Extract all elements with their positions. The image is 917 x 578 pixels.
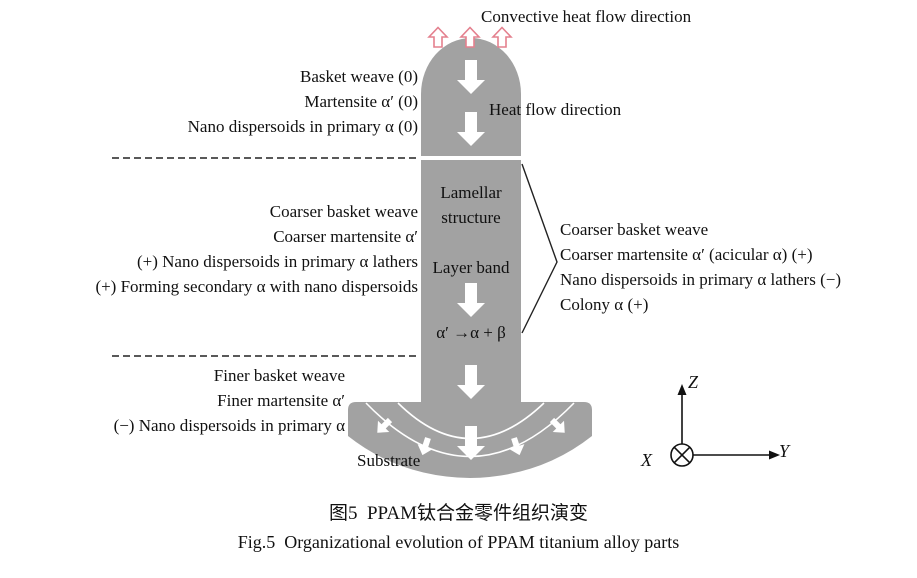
- annotation-line: Coarser martensite α′: [273, 227, 418, 246]
- annotation-line: Basket weave (0): [299, 67, 418, 86]
- deposit-column-top-section: [421, 38, 521, 156]
- z-axis-label: Z: [688, 372, 699, 392]
- y-axis-arrowhead-icon: [769, 450, 780, 460]
- left-bottom-annotations: Finer basket weave Finer martensite α′ (…: [114, 363, 345, 438]
- heat-flow-arrow-icon: [457, 60, 485, 94]
- annotation-line: Finer martensite α′: [217, 391, 345, 410]
- convective-arrow-icon: [491, 26, 513, 48]
- phase-transformation-label: α′ →α + β: [436, 323, 506, 342]
- annotation-line: (+) Forming secondary α with nano disper…: [95, 277, 418, 296]
- left-middle-annotations: Coarser basket weave Coarser martensite …: [95, 199, 418, 299]
- annotation-line: Nano dispersoids in primary α lathers (−…: [560, 270, 841, 289]
- annotation-line: Nano dispersoids in primary α (0): [187, 117, 418, 136]
- annotation-line: Colony α (+): [560, 295, 649, 314]
- convective-heat-flow-label: Convective heat flow direction: [481, 7, 692, 26]
- deposit-column-body: [421, 160, 521, 404]
- melt-pool-arrow-icon: [549, 417, 565, 433]
- figure-caption-chinese: 图5 PPAM钛合金零件组织演变: [328, 503, 588, 524]
- melt-pool-arrow-icon: [377, 417, 393, 433]
- annotation-line: (+) Nano dispersoids in primary α lather…: [137, 252, 418, 271]
- coordinate-axes-icon: [670, 384, 780, 467]
- convective-arrow-icon: [459, 26, 481, 48]
- figure-caption-english: Fig.5 Organizational evolution of PPAM t…: [237, 532, 680, 552]
- annotation-line: Coarser martensite α′ (acicular α) (+): [560, 245, 813, 264]
- melt-pool-arrow-icon: [417, 437, 433, 456]
- layer-band-label: Layer band: [432, 258, 510, 277]
- annotation-line: Coarser basket weave: [560, 220, 709, 239]
- right-annotations: Coarser basket weave Coarser martensite …: [560, 217, 841, 317]
- annotation-line: Martensite α′ (0): [304, 92, 418, 111]
- heat-flow-arrow-icon: [457, 283, 485, 317]
- right-annotation-bracket: [521, 163, 558, 334]
- x-axis-label: X: [641, 450, 652, 470]
- annotation-line: Finer basket weave: [213, 366, 345, 385]
- melt-pool-arrow-icon: [509, 437, 525, 456]
- convective-arrow-icon: [427, 26, 449, 48]
- y-axis-label: Y: [779, 441, 790, 461]
- left-top-annotations: Basket weave (0) Martensite α′ (0) Nano …: [188, 64, 418, 139]
- heat-flow-arrow-icon: [457, 112, 485, 146]
- heat-flow-arrow-icon: [457, 426, 485, 460]
- heat-flow-arrow-icon: [457, 365, 485, 399]
- substrate-label: Substrate: [357, 451, 421, 470]
- heat-flow-direction-label: Heat flow direction: [489, 100, 622, 119]
- z-axis-arrowhead-icon: [677, 384, 687, 395]
- lamellar-structure-label: Lamellar structure: [440, 183, 502, 227]
- annotation-line: Coarser basket weave: [269, 202, 418, 221]
- annotation-line: (−) Nano dispersoids in primary α: [113, 416, 345, 435]
